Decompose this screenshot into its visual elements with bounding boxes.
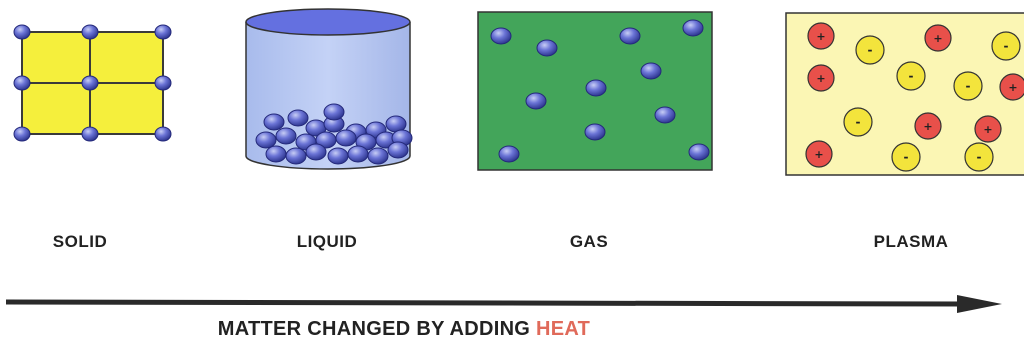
positive-symbol: +	[983, 123, 992, 136]
caption: MATTER CHANGED BY ADDING HEAT	[0, 318, 808, 341]
negative-symbol: -	[977, 150, 982, 164]
gas-particle	[536, 39, 558, 57]
positive-ion: +	[999, 73, 1024, 101]
negative-ion: -	[953, 71, 983, 101]
positive-symbol: +	[1008, 81, 1017, 94]
gas-particle	[640, 62, 662, 80]
negative-ion: -	[891, 142, 921, 172]
gas-particle	[682, 19, 704, 37]
liquid-particle	[335, 129, 357, 147]
solid-particle	[13, 24, 31, 40]
negative-symbol: -	[868, 43, 873, 57]
liquid-particle	[265, 145, 287, 163]
liquid-particle	[323, 103, 345, 121]
gas-box	[477, 11, 713, 171]
gas-particle	[584, 123, 606, 141]
liquid-particle	[305, 143, 327, 161]
negative-ion: -	[855, 35, 885, 65]
gas-particle	[490, 27, 512, 45]
solid-particle	[154, 126, 172, 142]
caption-text: MATTER CHANGED BY ADDING	[217, 318, 537, 340]
gas-particle	[525, 92, 547, 110]
positive-ion: +	[805, 140, 833, 168]
solid-particle	[154, 24, 172, 40]
solid-lattice	[13, 24, 172, 142]
caption-heat: HEAT	[536, 318, 591, 340]
solid-particle	[81, 24, 99, 40]
liquid-particle	[387, 141, 409, 159]
liquid-particle	[255, 131, 277, 149]
positive-ion: +	[807, 64, 835, 92]
positive-ion: +	[974, 115, 1002, 143]
liquid-particle	[327, 147, 349, 165]
negative-ion: -	[991, 31, 1021, 61]
label-gas: GAS	[569, 232, 609, 251]
plasma-box: + + + + + + + - - - - - - -	[785, 12, 1024, 176]
positive-symbol: +	[933, 32, 942, 45]
negative-ion: -	[896, 61, 926, 91]
negative-ion: -	[843, 107, 873, 137]
solid-particle	[13, 75, 31, 91]
gas-particle	[654, 106, 676, 124]
gas-particle	[688, 143, 710, 161]
negative-symbol: -	[1004, 39, 1009, 53]
negative-symbol: -	[904, 150, 909, 164]
label-plasma: PLASMA	[873, 232, 949, 251]
positive-symbol: +	[816, 72, 825, 85]
negative-symbol: -	[966, 79, 971, 93]
solid-particle	[81, 126, 99, 142]
negative-ion: -	[964, 142, 994, 172]
positive-ion: +	[924, 24, 952, 52]
solid-particle	[13, 126, 31, 142]
liquid-particle	[367, 147, 389, 165]
positive-symbol: +	[816, 30, 825, 43]
negative-symbol: -	[909, 69, 914, 83]
solid-particle	[154, 75, 172, 91]
heat-arrow-icon	[5, 295, 1002, 313]
label-liquid: LIQUID	[296, 232, 358, 251]
solid-particle	[81, 75, 99, 91]
liquid-particle	[263, 113, 285, 131]
liquid-particle	[347, 145, 369, 163]
positive-ion: +	[807, 22, 835, 50]
liquid-particle	[275, 127, 297, 145]
negative-symbol: -	[856, 115, 861, 129]
liquid-container	[245, 8, 413, 170]
positive-symbol: +	[923, 120, 932, 133]
positive-symbol: +	[814, 148, 823, 161]
label-solid: SOLID	[52, 232, 108, 251]
gas-particle	[585, 79, 607, 97]
liquid-particle	[287, 109, 309, 127]
liquid-particle	[285, 147, 307, 165]
gas-particle	[619, 27, 641, 45]
gas-particle	[498, 145, 520, 163]
positive-ion: +	[914, 112, 942, 140]
